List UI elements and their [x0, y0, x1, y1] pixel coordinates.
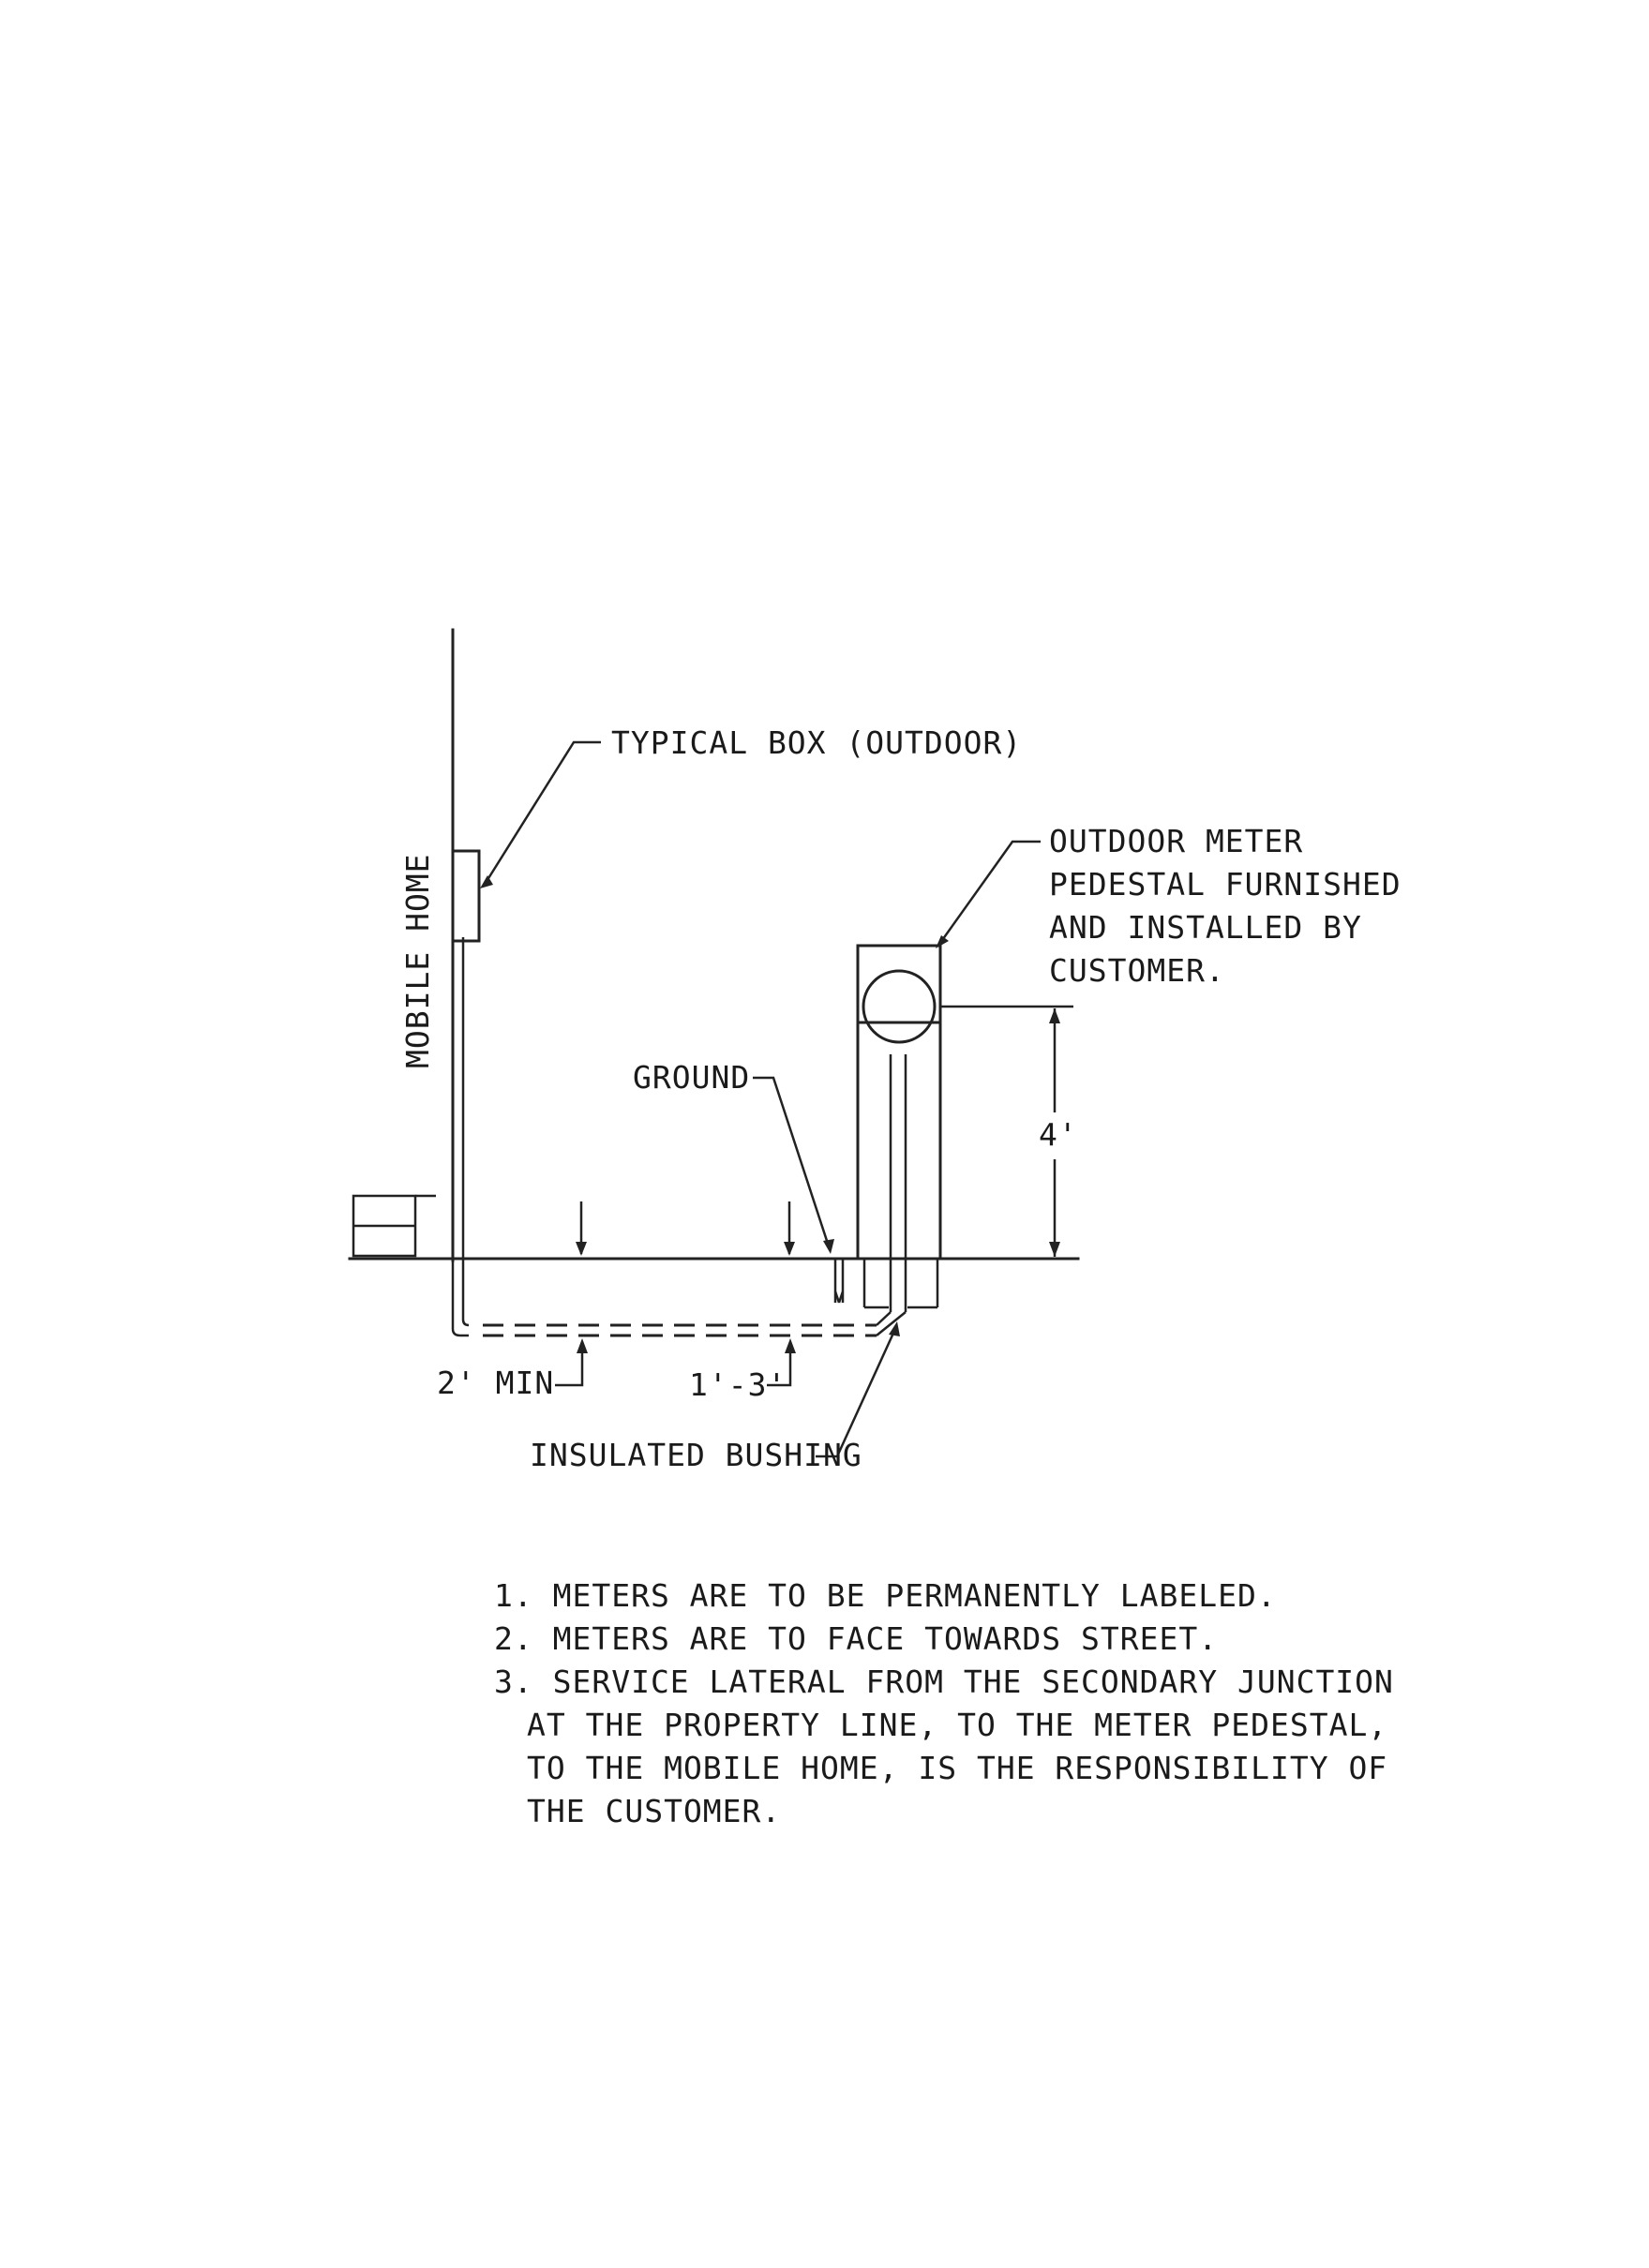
note-3-line-1: 3. SERVICE LATERAL FROM THE SECONDARY JU…: [494, 1664, 1394, 1700]
entry-steps: [352, 1194, 436, 1258]
typical-box: [451, 849, 481, 943]
service-lateral: [451, 1261, 907, 1337]
height-dimension-label: 4': [1039, 1116, 1078, 1153]
typical-box-label: TYPICAL BOX (OUTDOOR): [611, 724, 1022, 761]
meter-pedestal: [856, 944, 942, 1312]
depth-arrows-bottom: [555, 1338, 796, 1387]
height-dimension: [940, 1005, 1073, 1257]
pedestal-label-line-2: PEDESTAL FURNISHED: [1049, 866, 1402, 903]
note-3-line-2: AT THE PROPERTY LINE, TO THE METER PEDES…: [527, 1707, 1387, 1743]
note-3-line-4: THE CUSTOMER.: [527, 1793, 781, 1829]
notes: 1. METERS ARE TO BE PERMANENTLY LABELED.…: [494, 1577, 1394, 1829]
pedestal-label-line-1: OUTDOOR METER: [1049, 823, 1303, 859]
insulated-bushing-label: INSULATED BUSHING: [530, 1437, 862, 1473]
note-3-line-3: TO THE MOBILE HOME, IS THE RESPONSIBILIT…: [527, 1750, 1387, 1786]
pedestal-leader: [938, 840, 1041, 944]
ground-leader: [753, 1076, 831, 1247]
note-2: 2. METERS ARE TO FACE TOWARDS STREET.: [494, 1620, 1218, 1657]
meter-face: [862, 969, 937, 1044]
ground-label: GROUND: [633, 1059, 750, 1096]
typical-box-leader: [484, 740, 601, 884]
mobile-home-wall: [451, 628, 465, 1262]
mobile-home-label: MOBILE HOME: [399, 853, 436, 1068]
depth-arrows-top: [576, 1201, 795, 1256]
pedestal-label-line-3: AND INSTALLED BY: [1049, 909, 1362, 946]
pedestal-label-line-4: CUSTOMER.: [1049, 952, 1225, 989]
two-min-label: 2' MIN: [437, 1365, 554, 1401]
ground-rod: [833, 1259, 845, 1304]
note-1: 1. METERS ARE TO BE PERMANENTLY LABELED.: [494, 1577, 1277, 1614]
depth-range-label: 1'-3': [689, 1366, 787, 1403]
bushing-leader: [816, 1328, 897, 1458]
